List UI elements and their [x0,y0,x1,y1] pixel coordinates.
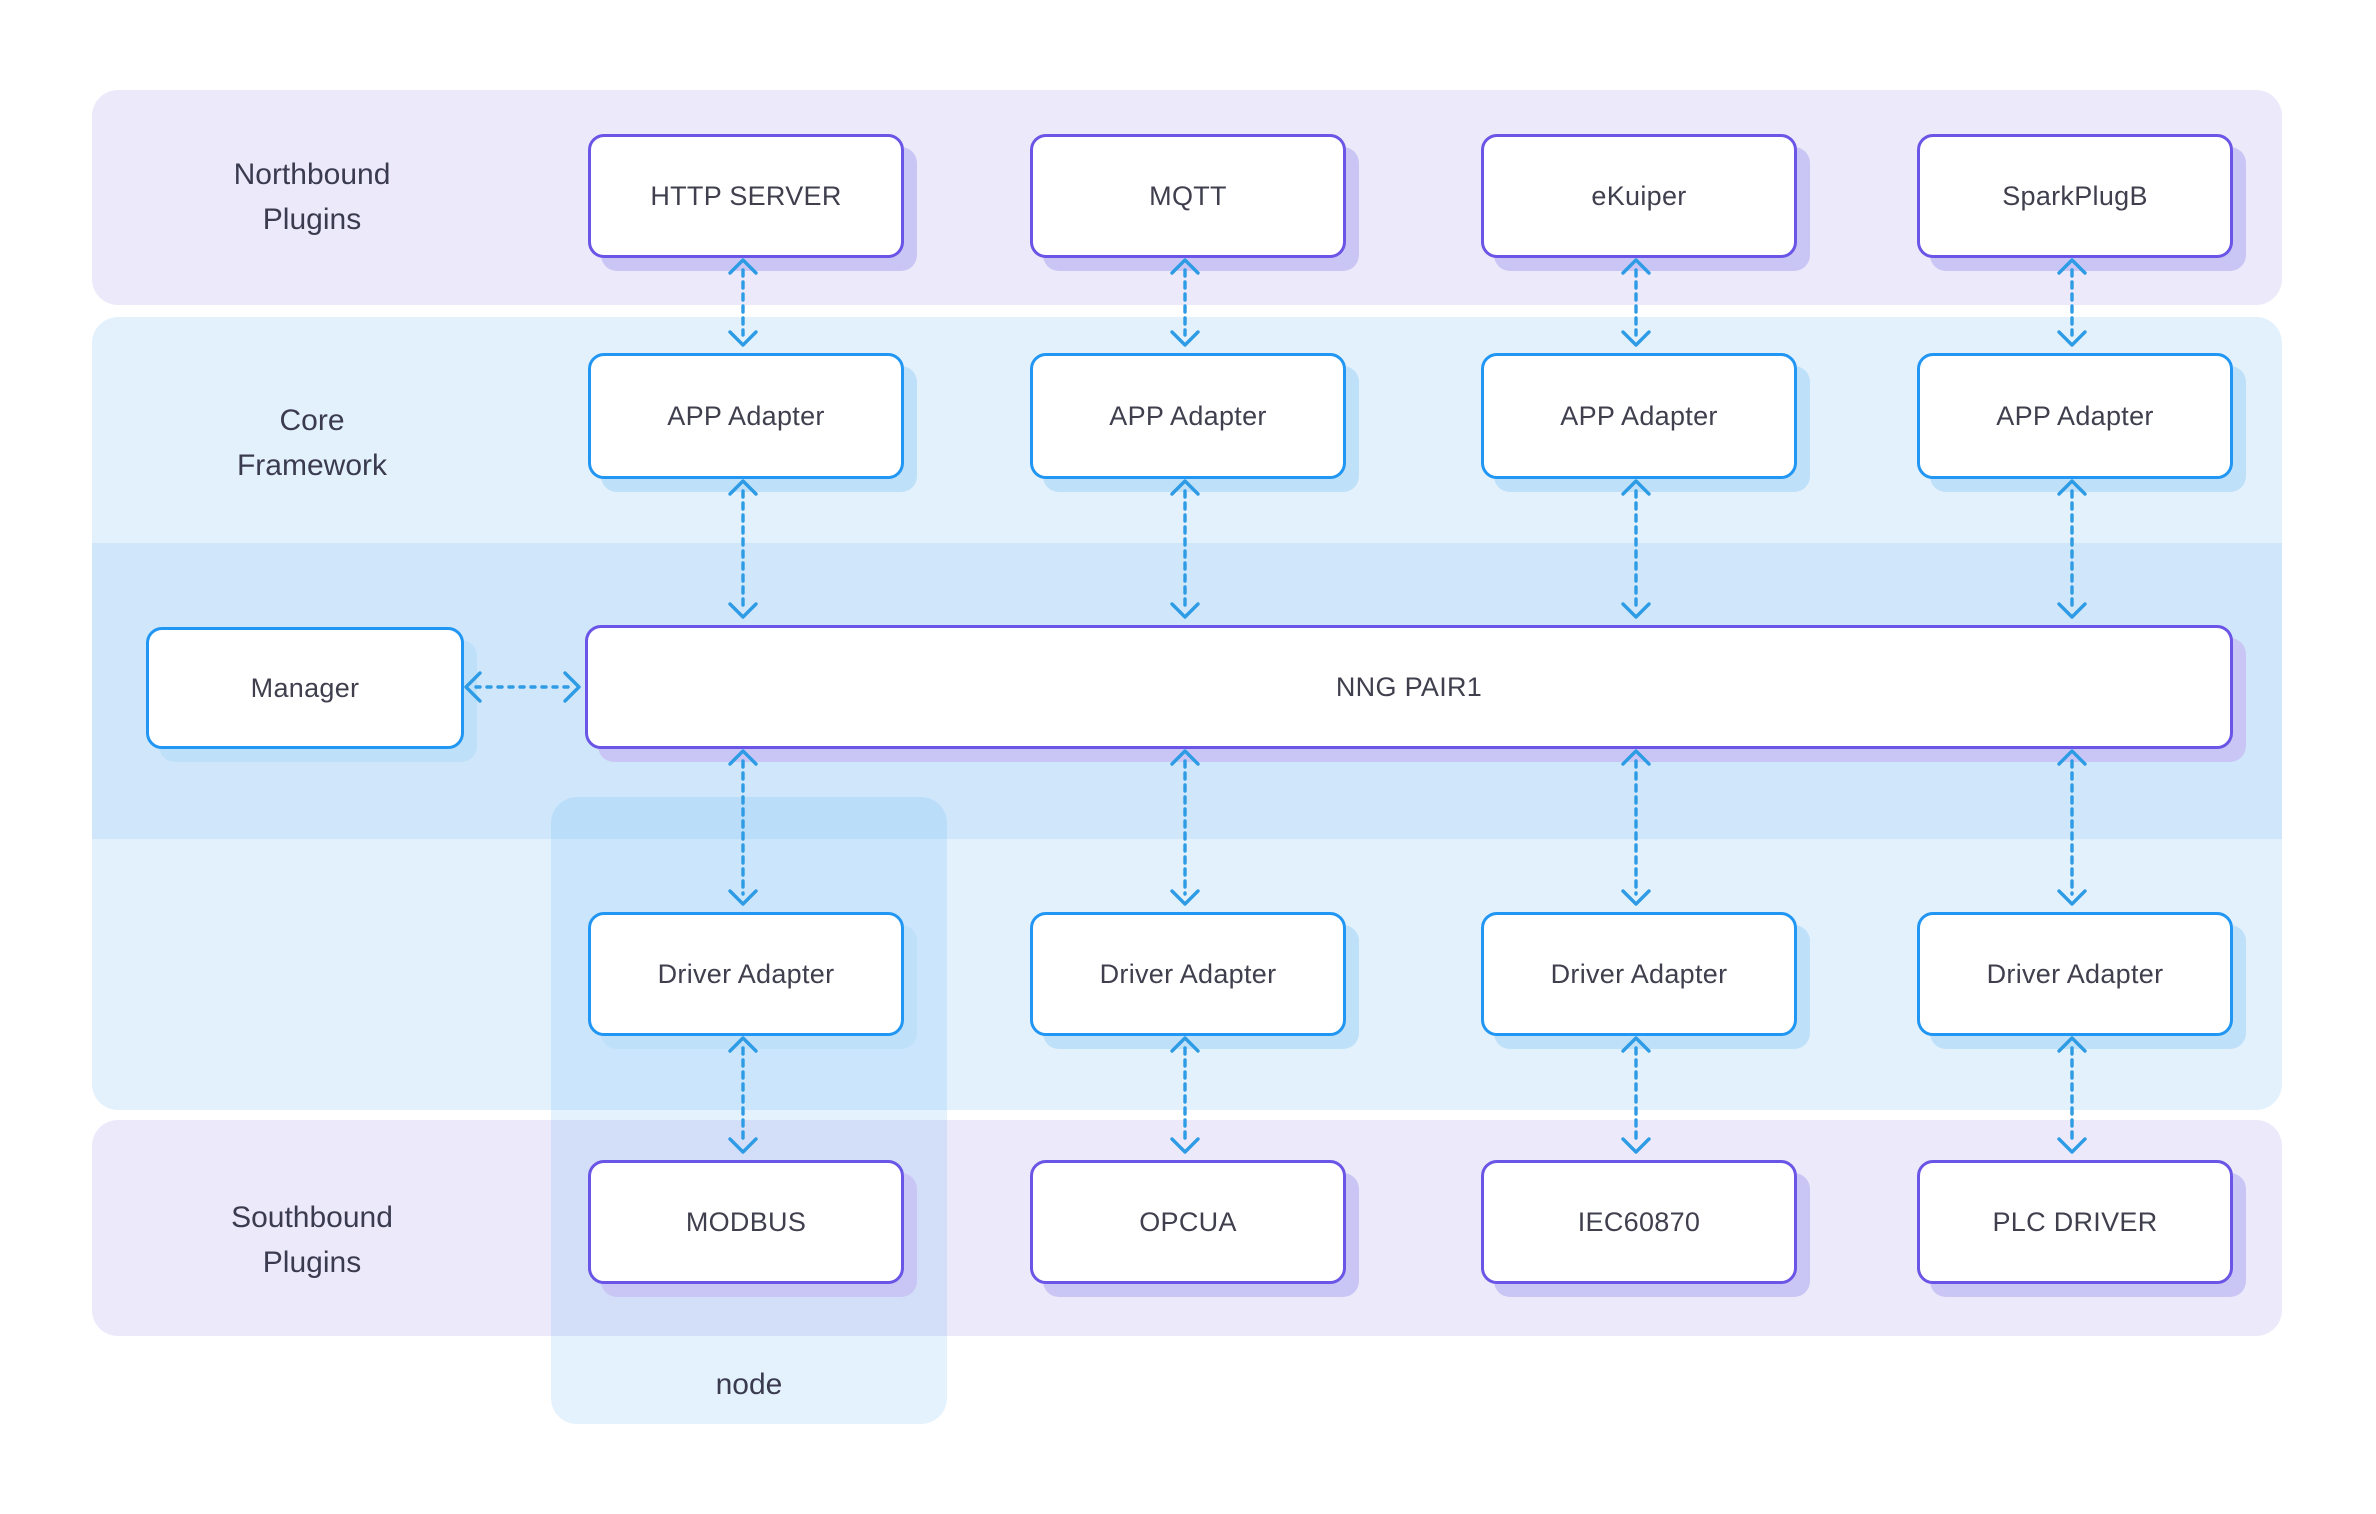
arrow-driver-south-col4 [2057,1036,2087,1154]
box-http-server: HTTP SERVER [588,134,904,258]
box-ekuiper: eKuiper [1481,134,1797,258]
box-opcua-label: OPCUA [1139,1206,1237,1237]
box-nng-pair1-label: NNG PAIR1 [1335,671,1483,702]
box-driver-adapter-2: Driver Adapter [1030,912,1346,1036]
arrow-bus-driver-col3 [1621,749,1651,906]
box-manager: Manager [146,627,464,749]
arrow-driver-south-col2 [1170,1036,1200,1154]
box-driver-adapter-2-label: Driver Adapter [1099,958,1277,989]
arrow-bus-driver-col2 [1170,749,1200,906]
box-driver-adapter-4: Driver Adapter [1917,912,2233,1036]
core-framework-band-label: Core Framework [236,404,387,482]
arrow-app-bus-col1 [728,479,758,619]
arrow-north-app-col2 [1170,258,1200,347]
arrow-manager-bus [464,671,581,703]
arrow-bus-driver-col1 [728,749,758,906]
arrow-app-bus-col3 [1621,479,1651,619]
box-app-adapter-4-label: APP Adapter [1996,400,2154,431]
box-app-adapter-2-label: APP Adapter [1109,400,1267,431]
box-plc-driver-label: PLC DRIVER [1992,1206,2158,1237]
box-sparkplugb-label: SparkPlugB [2002,180,2148,211]
box-modbus: MODBUS [588,1160,904,1284]
box-driver-adapter-4-label: Driver Adapter [1986,958,2164,989]
box-sparkplugb: SparkPlugB [1917,134,2233,258]
box-opcua: OPCUA [1030,1160,1346,1284]
box-driver-adapter-3: Driver Adapter [1481,912,1797,1036]
box-driver-adapter-1: Driver Adapter [588,912,904,1036]
arrow-bus-driver-col4 [2057,749,2087,906]
box-modbus-label: MODBUS [685,1206,807,1237]
arrow-driver-south-col3 [1621,1036,1651,1154]
arrow-north-app-col3 [1621,258,1651,347]
node-group-label: node [715,1368,783,1401]
box-app-adapter-3-label: APP Adapter [1560,400,1718,431]
box-app-adapter-1-label: APP Adapter [667,400,825,431]
box-ekuiper-label: eKuiper [1591,180,1687,211]
arrow-north-app-col4 [2057,258,2087,347]
arrow-north-app-col1 [728,258,758,347]
box-driver-adapter-3-label: Driver Adapter [1550,958,1728,989]
box-iec60870: IEC60870 [1481,1160,1797,1284]
box-iec60870-label: IEC60870 [1577,1206,1701,1237]
box-manager-label: Manager [250,672,360,703]
box-mqtt-label: MQTT [1149,180,1227,211]
box-driver-adapter-1-label: Driver Adapter [657,958,835,989]
box-app-adapter-1: APP Adapter [588,353,904,479]
box-mqtt: MQTT [1030,134,1346,258]
northbound-band-label: Northbound Plugins [233,158,391,236]
box-http-server-label: HTTP SERVER [650,180,842,211]
arrow-app-bus-col4 [2057,479,2087,619]
node-group-overlay [551,797,947,1424]
box-app-adapter-3: APP Adapter [1481,353,1797,479]
arrow-driver-south-col1 [728,1036,758,1154]
box-nng-pair1: NNG PAIR1 [585,625,2233,749]
box-app-adapter-4: APP Adapter [1917,353,2233,479]
arrow-app-bus-col2 [1170,479,1200,619]
southbound-band-label: Southbound Plugins [231,1201,393,1279]
box-app-adapter-2: APP Adapter [1030,353,1346,479]
box-plc-driver: PLC DRIVER [1917,1160,2233,1284]
